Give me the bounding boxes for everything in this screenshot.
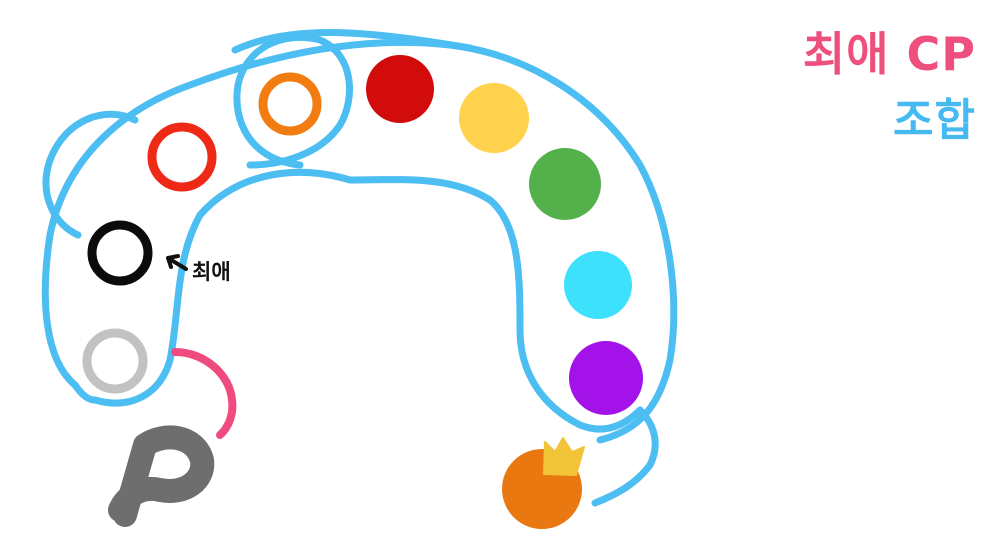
title-line-1: 최애 CP	[802, 27, 976, 81]
title-line-2: 조합	[893, 95, 976, 146]
dot-yellow	[459, 83, 529, 153]
band-left-loop	[71, 381, 99, 404]
dot-green	[529, 148, 601, 220]
horseshoe-band	[41, 29, 678, 507]
dot-red	[147, 122, 217, 192]
favorite-label: 최애	[192, 260, 231, 284]
arrow-left-icon	[166, 254, 188, 271]
band-top-cross	[231, 29, 474, 54]
band-top-swirl	[233, 33, 353, 169]
decorations	[108, 254, 585, 529]
band-left-swirl	[42, 110, 139, 239]
dot-purple	[569, 341, 643, 415]
band-inner-edge	[91, 168, 644, 433]
pink-arc	[171, 348, 237, 439]
dot-dark-red	[366, 55, 434, 123]
band-right-tail	[591, 406, 659, 507]
crown-icon	[543, 437, 585, 476]
dot-cyan	[564, 251, 632, 319]
dot-black	[87, 220, 153, 286]
color-dots	[82, 55, 643, 415]
dot-gray	[82, 328, 148, 394]
p-mark	[108, 425, 215, 527]
dot-orange	[258, 72, 322, 136]
